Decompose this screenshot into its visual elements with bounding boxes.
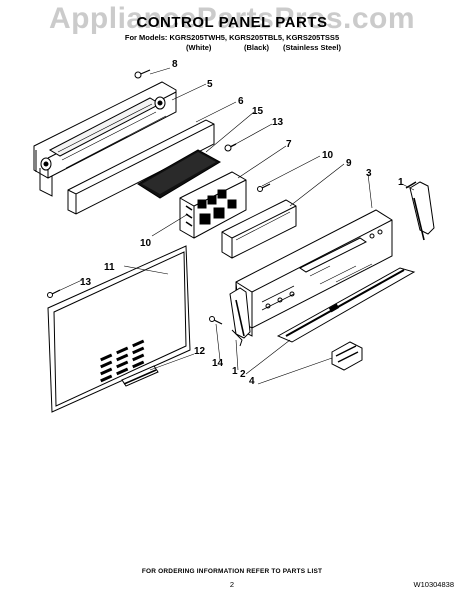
- callout-15: 15: [252, 106, 264, 117]
- page-number: 2: [229, 580, 235, 589]
- callout-4: 4: [249, 376, 255, 387]
- part-end-cap-right: [405, 181, 435, 241]
- part-glass-insert: [137, 149, 222, 199]
- callout-2-a: 2: [240, 369, 246, 380]
- part-screw-lower: [209, 316, 223, 325]
- variant-black: (Black): [244, 43, 270, 52]
- ordering-note: FOR ORDERING INFORMATION REFER TO PARTS …: [141, 568, 323, 575]
- callout-5: 5: [207, 79, 213, 90]
- callout-1-right: 1: [398, 177, 404, 188]
- part-control-bracket: [221, 199, 297, 259]
- part-screw-upper: [224, 143, 237, 152]
- page-title: CONTROL PANEL PARTS: [136, 14, 328, 31]
- document-id: W10304838: [413, 580, 454, 589]
- part-screw-top: [134, 69, 151, 79]
- callout-6: 6: [238, 96, 244, 107]
- callout-10-left: 10: [140, 238, 152, 249]
- callout-11: 11: [104, 262, 115, 273]
- callout-3: 3: [366, 168, 372, 179]
- callout-8: 8: [172, 59, 178, 70]
- part-backing-panel: [67, 119, 215, 215]
- callout-10: 10: [322, 150, 334, 161]
- leader-lines: [55, 67, 415, 385]
- part-rear-console: [33, 81, 177, 197]
- callout-14: 14: [212, 358, 224, 369]
- variant-white: (White): [186, 43, 212, 52]
- callout-13: 13: [272, 117, 284, 128]
- model-list: For Models: KGRS205TWH5, KGRS205TBL5, KG…: [124, 33, 340, 42]
- variant-stainless: (Stainless Steel): [283, 43, 341, 52]
- callout-1-lower: 1: [232, 366, 238, 377]
- part-screw-board: [257, 183, 271, 192]
- callout-7: 7: [286, 139, 292, 150]
- callout-13-left: 13: [80, 277, 92, 288]
- part-control-board: [179, 171, 247, 239]
- part-trim-strip: [276, 267, 416, 343]
- callout-9: 9: [346, 158, 352, 169]
- watermark-text: AppliancePartsPros.com: [48, 2, 416, 35]
- callout-12: 12: [194, 346, 206, 357]
- part-insulation-panel: [47, 245, 191, 413]
- part-end-cap-left: [229, 287, 251, 347]
- part-small-bracket: [121, 365, 159, 387]
- part-knob: [331, 341, 363, 371]
